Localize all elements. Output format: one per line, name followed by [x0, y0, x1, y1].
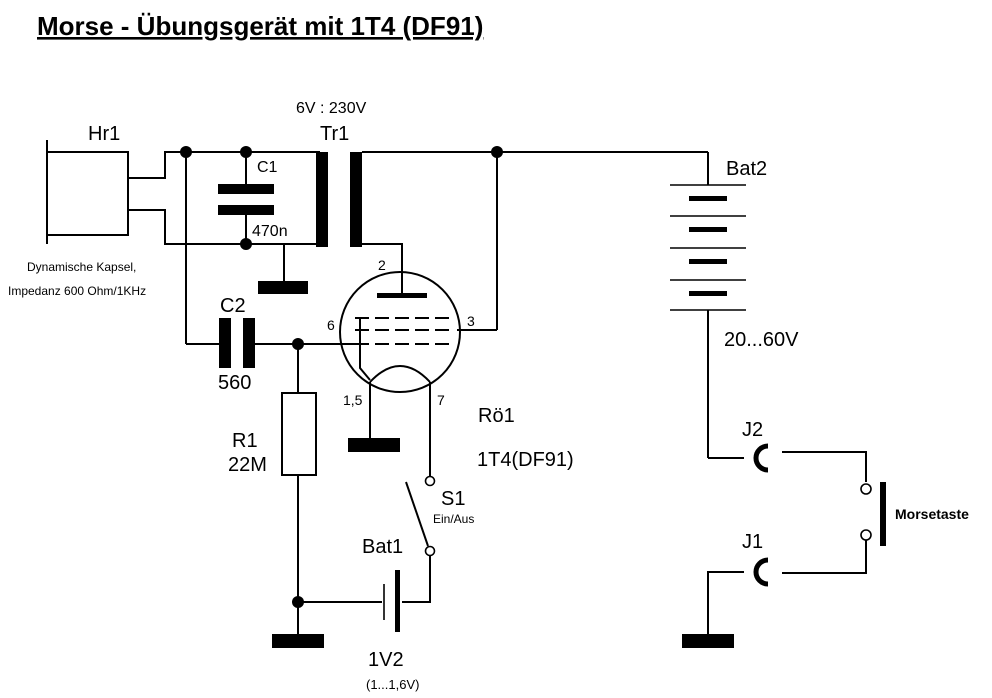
ground-symbol-c1 [258, 244, 308, 294]
tube-pin-screen: 3 [467, 313, 475, 329]
bat1-label: Bat1 [362, 536, 403, 558]
ground-symbol-r1 [272, 634, 324, 648]
hr1-note-line1: Dynamische Kapsel, [27, 260, 136, 274]
hr1-label: Hr1 [88, 123, 120, 145]
tube-pin-anode: 2 [378, 257, 386, 273]
j2-jack-symbol [708, 443, 867, 482]
c2-label: C2 [220, 295, 246, 317]
s1-switch-symbol [402, 475, 436, 603]
bat2-battery-symbol [670, 184, 746, 458]
tube-pin-filament2: 7 [437, 392, 445, 408]
tube-type: 1T4(DF91) [477, 449, 574, 471]
morse-key-symbol [860, 482, 886, 546]
bat1-range: (1...1,6V) [366, 677, 419, 692]
tube-symbol [339, 271, 461, 478]
s1-label: S1 [441, 488, 465, 510]
top-wire [185, 151, 320, 344]
ground-symbol-tube [348, 438, 400, 452]
tr1-transformer-symbol [316, 151, 497, 294]
r1-label: R1 [232, 430, 258, 452]
bat2-label: Bat2 [726, 158, 767, 180]
tube-pin-filament: 1,5 [343, 392, 363, 408]
c1-label: C1 [257, 159, 278, 176]
c2-value: 560 [218, 372, 251, 394]
tr1-ratio: 6V : 230V [296, 100, 367, 117]
tube-ref: Rö1 [478, 405, 515, 427]
diagram-title: Morse - Übungsgerät mit 1T4 (DF91) [37, 11, 483, 41]
morse-key-label: Morsetaste [895, 506, 969, 522]
hr1-capsule-symbol [46, 140, 246, 245]
tube-pin-grid: 6 [327, 317, 335, 333]
s1-note: Ein/Aus [433, 512, 474, 526]
r1-value: 22M [228, 454, 267, 476]
bat1-value: 1V2 [368, 649, 404, 671]
c1-value: 470n [252, 223, 288, 240]
j1-jack-symbol [707, 540, 867, 636]
bat2-value: 20...60V [724, 329, 799, 351]
r1-resistor-symbol [281, 344, 317, 636]
junction-dots [180, 146, 503, 608]
bat1-battery-symbol [298, 570, 400, 632]
hr1-note-line2: Impedanz 600 Ohm/1KHz [8, 284, 146, 298]
j1-label: J1 [742, 531, 763, 553]
supply-wire [457, 151, 709, 331]
tr1-label: Tr1 [320, 123, 349, 145]
j2-label: J2 [742, 419, 763, 441]
ground-symbol-j1 [682, 634, 734, 648]
